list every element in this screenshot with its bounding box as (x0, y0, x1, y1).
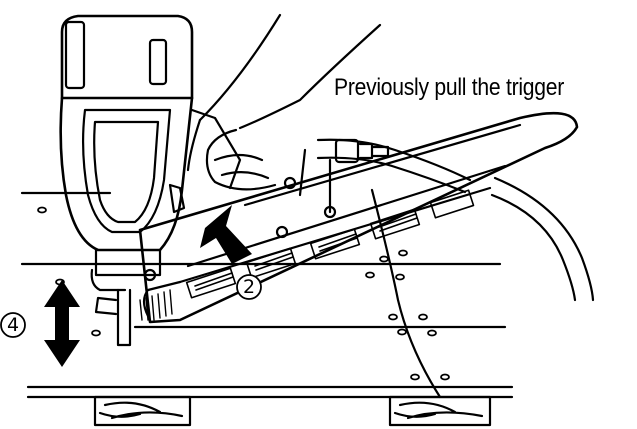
up-down-arrow (44, 280, 80, 367)
step-4-label: 4 (6, 314, 20, 336)
step-2-circle (236, 274, 262, 300)
joist-left (93, 395, 192, 427)
step-2-label: 2 (242, 276, 256, 298)
joist-right (388, 395, 492, 427)
step-4-circle (0, 312, 26, 338)
magazine-slots (185, 189, 475, 299)
nailer-body (59, 14, 242, 347)
nail-strip (139, 289, 173, 321)
wood-boards (20, 188, 514, 399)
push-arrow (200, 205, 252, 264)
air-hose (316, 138, 595, 302)
operator-hand (186, 13, 382, 191)
instruction-caption: Previously pull the trigger (334, 74, 565, 101)
